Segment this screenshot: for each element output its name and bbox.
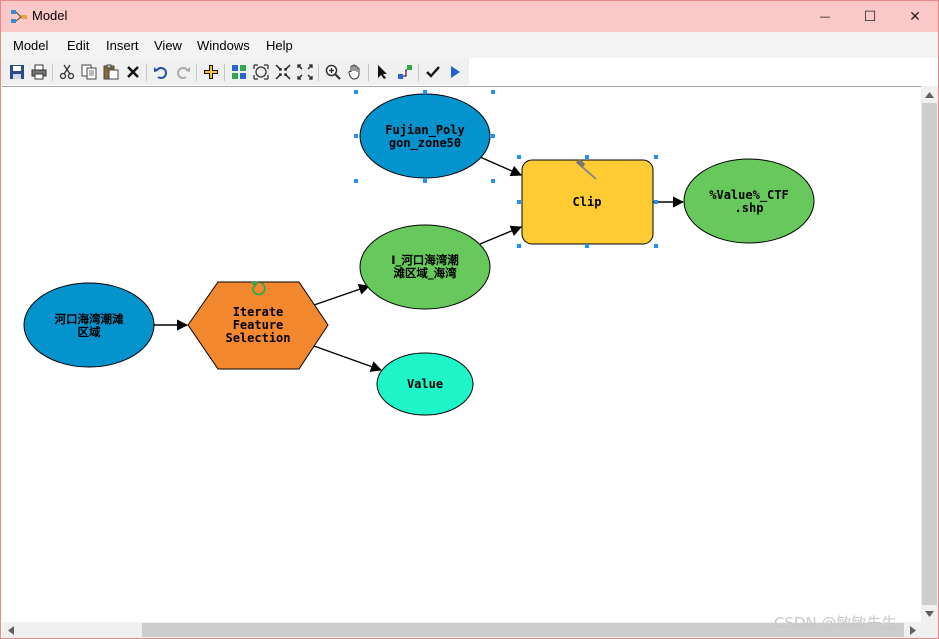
node-clip-tool[interactable]: Clip bbox=[517, 155, 658, 248]
model-diagram: 河口海湾潮滩 区域 Iterate Feature Selection Valu… bbox=[23, 90, 815, 416]
toolbar-separator bbox=[146, 64, 147, 81]
horizontal-scroll-thumb[interactable] bbox=[142, 623, 904, 637]
tool-hammer-icon bbox=[576, 158, 597, 180]
scroll-left-arrow-icon[interactable] bbox=[2, 622, 19, 638]
delete-icon[interactable] bbox=[124, 63, 142, 81]
fixed-zoom-in-icon[interactable] bbox=[274, 63, 292, 81]
horizontal-scrollbar[interactable] bbox=[2, 622, 921, 638]
node-output-feature[interactable]: %Value%_CTF .shp bbox=[683, 158, 815, 244]
watermark-text: CSDN @敏敏先生 bbox=[774, 614, 897, 632]
toolbar-separator bbox=[196, 64, 197, 81]
maximize-icon: ☐ bbox=[863, 8, 877, 25]
paste-icon[interactable] bbox=[102, 63, 120, 81]
full-extent-icon[interactable] bbox=[252, 63, 270, 81]
node-input-feature-label-line2: 区域 bbox=[78, 325, 101, 339]
model-canvas[interactable]: 河口海湾潮滩 区域 Iterate Feature Selection Valu… bbox=[2, 86, 921, 623]
node-iteration-feature[interactable]: I_河口海湾潮 滩区域_海湾 bbox=[359, 224, 491, 310]
add-data-icon[interactable] bbox=[202, 63, 220, 81]
menu-windows[interactable]: Windows bbox=[197, 38, 250, 53]
node-iterator-label-line3: Selection bbox=[225, 331, 290, 345]
toolbar-separator bbox=[418, 64, 419, 81]
redo-icon[interactable] bbox=[174, 63, 192, 81]
scroll-down-arrow-icon[interactable] bbox=[921, 605, 938, 622]
fixed-zoom-out-icon[interactable] bbox=[296, 63, 314, 81]
cut-icon[interactable] bbox=[58, 63, 76, 81]
menu-view[interactable]: View bbox=[154, 38, 182, 53]
menu-model[interactable]: Model bbox=[13, 38, 49, 53]
menu-insert[interactable]: Insert bbox=[106, 38, 139, 53]
toolbar-separator bbox=[368, 64, 369, 81]
scroll-up-arrow-icon[interactable] bbox=[921, 86, 938, 103]
node-iterator-label-line1: Iterate bbox=[233, 305, 284, 319]
zoom-in-icon[interactable] bbox=[324, 63, 342, 81]
minimize-button[interactable]: — bbox=[802, 1, 848, 32]
close-button[interactable]: ✕ bbox=[892, 1, 938, 32]
connect-icon[interactable] bbox=[396, 63, 414, 81]
node-input-feature[interactable]: 河口海湾潮滩 区域 bbox=[23, 282, 155, 368]
vertical-scrollbar[interactable] bbox=[921, 86, 938, 622]
node-output-label-line2: .shp bbox=[735, 201, 764, 215]
model-builder-app-icon bbox=[11, 10, 27, 23]
connector-fujian-to-clip[interactable] bbox=[479, 156, 523, 177]
node-fujian-polygon[interactable]: Fujian_Poly gon_zone50 bbox=[354, 90, 495, 183]
save-icon[interactable] bbox=[8, 63, 26, 81]
validate-icon[interactable] bbox=[424, 63, 442, 81]
node-value-label: Value bbox=[407, 377, 443, 391]
node-fujian-label-line2: gon_zone50 bbox=[389, 136, 461, 151]
connector-iterator-to-value[interactable] bbox=[313, 345, 383, 372]
connector-iterator-to-feature[interactable] bbox=[313, 283, 371, 306]
node-output-label-line1: %Value%_CTF bbox=[709, 188, 788, 203]
print-icon[interactable] bbox=[30, 63, 48, 81]
scrollbar-corner bbox=[921, 622, 938, 638]
maximize-button[interactable]: ☐ bbox=[847, 1, 893, 32]
copy-icon[interactable] bbox=[80, 63, 98, 81]
toolbar-separator bbox=[224, 64, 225, 81]
node-clip-label: Clip bbox=[573, 195, 602, 209]
connector-feature-to-clip[interactable] bbox=[479, 225, 523, 245]
node-value[interactable]: Value bbox=[376, 352, 474, 416]
scroll-right-arrow-icon[interactable] bbox=[904, 622, 921, 638]
auto-layout-icon[interactable] bbox=[230, 63, 248, 81]
node-iterate-feature-selection[interactable]: Iterate Feature Selection bbox=[187, 281, 329, 370]
close-icon: ✕ bbox=[909, 8, 921, 25]
node-input-feature-label-line1: 河口海湾潮滩 bbox=[55, 312, 124, 326]
title-bar[interactable]: Model — ☐ ✕ bbox=[1, 1, 938, 32]
vertical-scroll-thumb[interactable] bbox=[922, 103, 937, 605]
selection-handles-clip bbox=[517, 155, 658, 248]
toolbar-separator bbox=[52, 64, 53, 81]
iterator-icon bbox=[251, 282, 266, 296]
selection-handles-fujian bbox=[354, 90, 495, 183]
minimize-icon: — bbox=[819, 10, 831, 23]
select-icon[interactable] bbox=[374, 63, 392, 81]
node-iterator-label-line2: Feature bbox=[233, 318, 284, 332]
undo-icon[interactable] bbox=[152, 63, 170, 81]
pan-icon[interactable] bbox=[346, 63, 364, 81]
node-fujian-label-line1: Fujian_Poly bbox=[385, 123, 464, 138]
node-iteration-feature-label-line1: I_河口海湾潮 bbox=[391, 253, 459, 268]
run-icon[interactable] bbox=[446, 63, 464, 81]
node-iteration-feature-label-line2: 滩区域_海湾 bbox=[393, 266, 457, 281]
menu-help[interactable]: Help bbox=[266, 38, 293, 53]
window-title: Model bbox=[32, 8, 68, 23]
menu-bar: Model Edit Insert View Windows Help bbox=[1, 32, 938, 58]
toolbar bbox=[1, 58, 469, 85]
toolbar-separator bbox=[318, 64, 319, 81]
menu-edit[interactable]: Edit bbox=[67, 38, 90, 53]
